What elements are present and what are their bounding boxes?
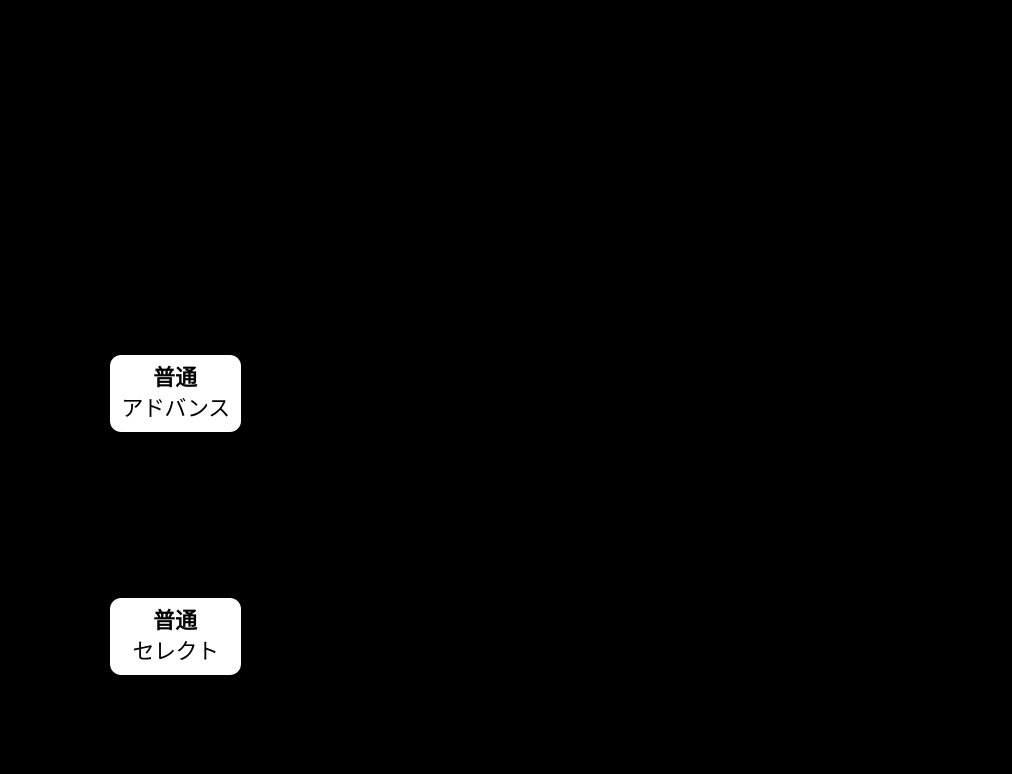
option-button-normal-select[interactable]: 普通 セレクト xyxy=(110,598,241,675)
option-button-normal-advance[interactable]: 普通 アドバンス xyxy=(110,355,241,432)
option-label-line1: 普通 xyxy=(153,366,198,391)
option-label-line2: セレクト xyxy=(132,640,219,665)
option-label-line2: アドバンス xyxy=(121,397,230,422)
option-label-line1: 普通 xyxy=(153,609,198,634)
